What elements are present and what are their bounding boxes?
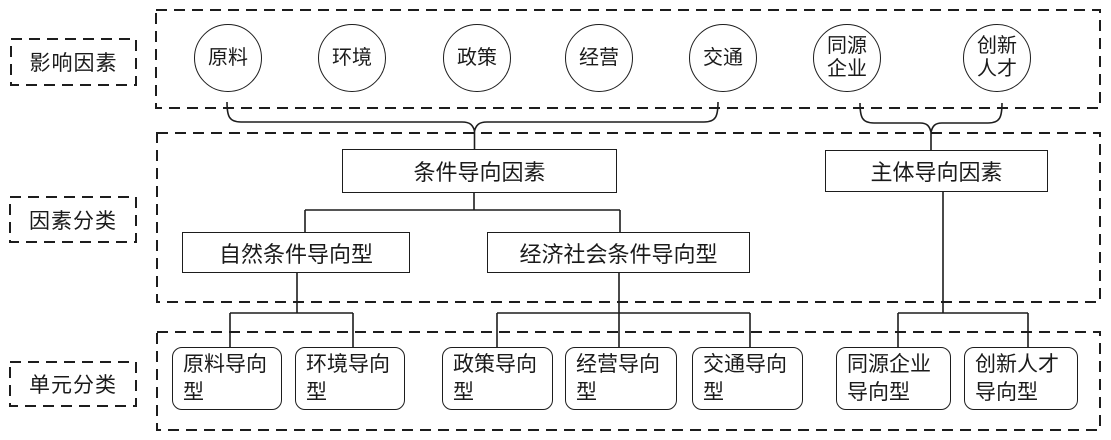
tree-condition-children <box>304 192 621 233</box>
factor-circle-operation: 经营 <box>565 24 633 92</box>
factor-circle-policy: 政策 <box>443 24 511 92</box>
factor-circle-innovative-talent: 创新人才 <box>963 24 1031 92</box>
category-box-condition-oriented: 条件导向因素 <box>342 149 617 193</box>
unit-box-policy-oriented: 政策导向型 <box>442 347 553 410</box>
row-label-influence-factors: 影响因素 <box>29 52 118 75</box>
unit-box-innovative-talent-oriented: 创新人才导向型 <box>964 347 1078 410</box>
region-factor-classification-border <box>156 132 1101 303</box>
unit-box-environment-oriented: 环境导向型 <box>295 347 405 410</box>
subcategory-box-socioeconomic-condition: 经济社会条件导向型 <box>487 232 750 273</box>
factor-circle-homologous-enterprise: 同源企业 <box>813 24 881 92</box>
factor-circle-transport: 交通 <box>689 24 757 92</box>
region-unit-classification-border <box>156 331 1101 431</box>
category-box-subject-oriented: 主体导向因素 <box>825 150 1048 192</box>
row-label-influence-border <box>10 38 137 86</box>
unit-box-homologous-enterprise-oriented: 同源企业导向型 <box>836 347 951 410</box>
unit-box-raw-material-oriented: 原料导向型 <box>172 347 282 410</box>
factor-circle-raw-material: 原料 <box>194 24 262 92</box>
unit-box-operation-oriented: 经营导向型 <box>565 347 677 410</box>
row-label-factor-classification: 因素分类 <box>29 209 117 233</box>
tree-socioeconomic-children <box>496 272 751 348</box>
tree-subject-children <box>897 191 1029 348</box>
tree-natural-children <box>229 272 354 348</box>
brace-condition-factors <box>226 101 719 132</box>
region-influence-factors-border <box>155 9 1101 109</box>
row-label-unit-classification: 单元分类 <box>29 374 117 397</box>
unit-box-transport-oriented: 交通导向型 <box>692 347 803 410</box>
factor-circle-environment: 环境 <box>318 24 386 92</box>
row-label-classification-border <box>9 196 137 243</box>
row-label-unit-border <box>9 361 137 407</box>
subcategory-box-natural-condition: 自然条件导向型 <box>182 232 410 273</box>
